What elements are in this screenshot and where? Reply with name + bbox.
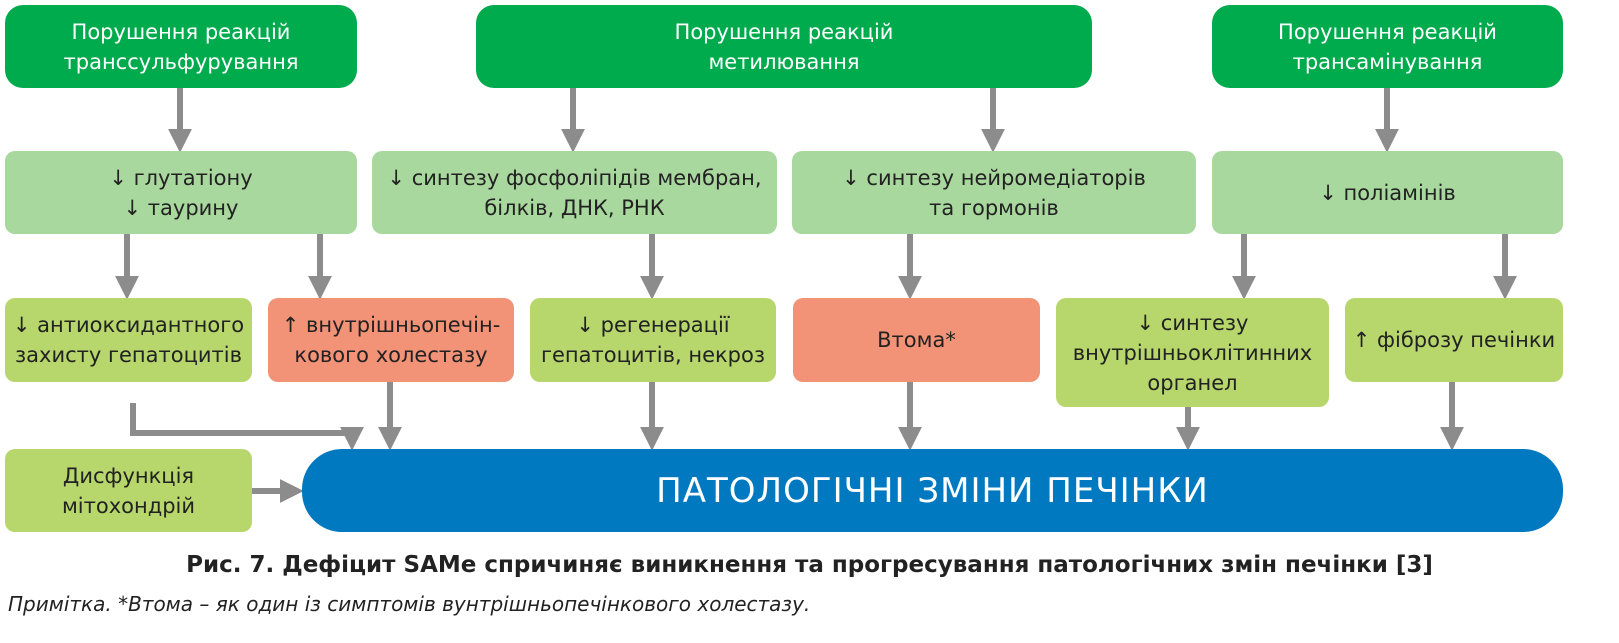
organelles-box: ↓ синтезу внутрішньоклітинних органел [1056,298,1329,407]
regeneration-box: ↓ регенерації гепатоцитів, некроз [530,298,776,382]
transamination-box: Порушення реакцій трансамінування [1212,5,1563,88]
fibrosis-box: ↑ фіброзу печінки [1345,298,1563,382]
mitochondria-box: Дисфункція мітохондрій [5,449,252,532]
glutathione-box: ↓ глутатіону ↓ таурину [5,151,357,234]
antioxidant-box: ↓ антиоксидантного захисту гепатоцитів [5,298,252,382]
polyamines-box: ↓ поліамінів [1212,151,1563,234]
figure-caption: Рис. 7. Дефіцит SAMe спричиняє виникненн… [186,552,1433,578]
pathology-result-box: ПАТОЛОГІЧНІ ЗМІНИ ПЕЧІНКИ [302,449,1563,532]
transsulfuration-box: Порушення реакцій транссульфурування [5,5,357,88]
cholestasis-box: ↑ внутрішньопечін- кового холестазу [268,298,514,382]
phospholipids-box: ↓ синтезу фосфоліпідів мембран, білків, … [372,151,777,234]
elbow-arrow [130,403,364,451]
fatigue-box: Втома* [793,298,1040,382]
methylation-box: Порушення реакцій метилювання [476,5,1092,88]
figure-note: Примітка. *Втома – як один із симптомів … [8,592,811,616]
neurotransmitters-box: ↓ синтезу нейромедіаторів та гормонів [792,151,1196,234]
